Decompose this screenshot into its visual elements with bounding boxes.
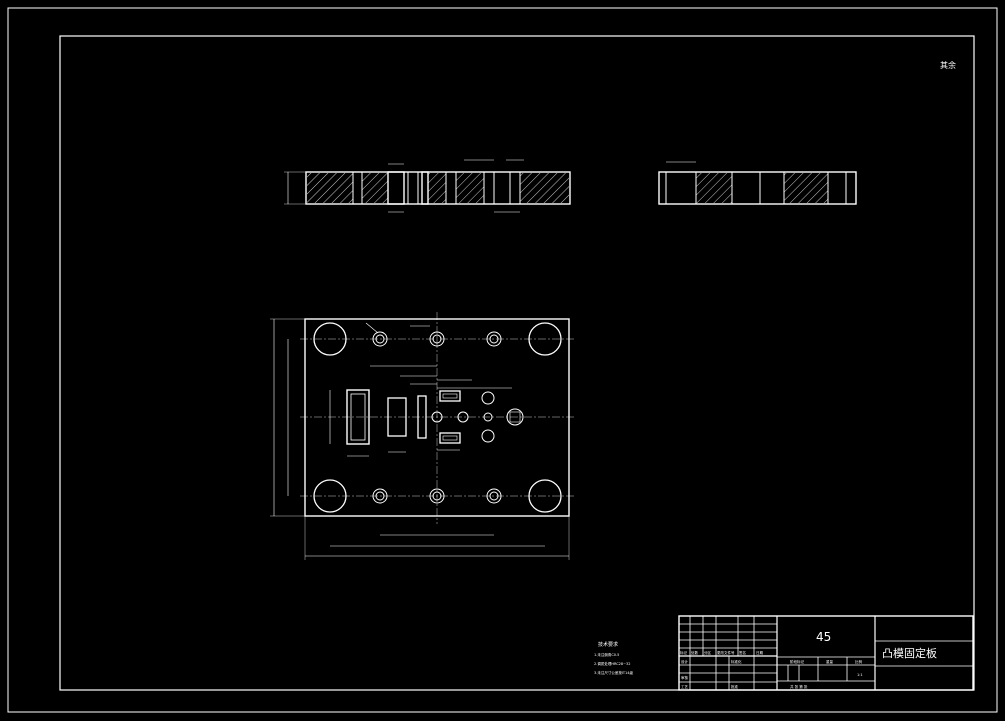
tech-note-2: 2.调质处理HRC28~32 [594, 661, 631, 666]
label-signature: 签名 [739, 650, 746, 655]
front-section-view [284, 159, 571, 213]
part-name: 凸模固定板 [882, 646, 937, 660]
side-section-view [658, 161, 857, 205]
tech-notes-title: 技术要求 [598, 641, 618, 648]
sheet-border [7, 7, 998, 713]
label-date: 日期 [756, 650, 764, 655]
label-zone: 分区 [704, 650, 712, 655]
scale-value: 1:1 [857, 673, 863, 677]
plan-view [270, 312, 575, 560]
tech-note-3: 3.未注尺寸公差按IT14级 [594, 670, 633, 675]
material-value: 45 [816, 630, 831, 644]
label-count: 处数 [691, 650, 699, 655]
title-block-labels: 标记 处数 分区 更改文件号 签名 日期 设计 标准化 审核 工艺 批准 阶段标… [680, 650, 863, 689]
label-design: 设计 [681, 659, 689, 664]
label-process: 工艺 [681, 684, 689, 689]
label-scale: 比例 [855, 659, 863, 664]
label-mark: 标记 [680, 650, 688, 655]
surface-finish-note: 其余 [940, 60, 956, 70]
sheet-info: 共 张 第 张 [790, 684, 808, 689]
label-stage: 阶段标记 [790, 659, 804, 664]
label-standardization: 标准化 [731, 659, 742, 664]
title-block [678, 615, 974, 691]
label-review: 审核 [681, 675, 689, 680]
tech-note-1: 1.未注倒角C0.5 [594, 652, 619, 657]
technical-requirements: 技术要求 1.未注倒角C0.5 2.调质处理HRC28~32 3.未注尺寸公差按… [594, 641, 633, 675]
drawing-frame [59, 35, 975, 691]
label-weight: 重量 [826, 659, 834, 664]
label-change-doc: 更改文件号 [717, 650, 735, 655]
label-approve: 批准 [731, 684, 739, 689]
